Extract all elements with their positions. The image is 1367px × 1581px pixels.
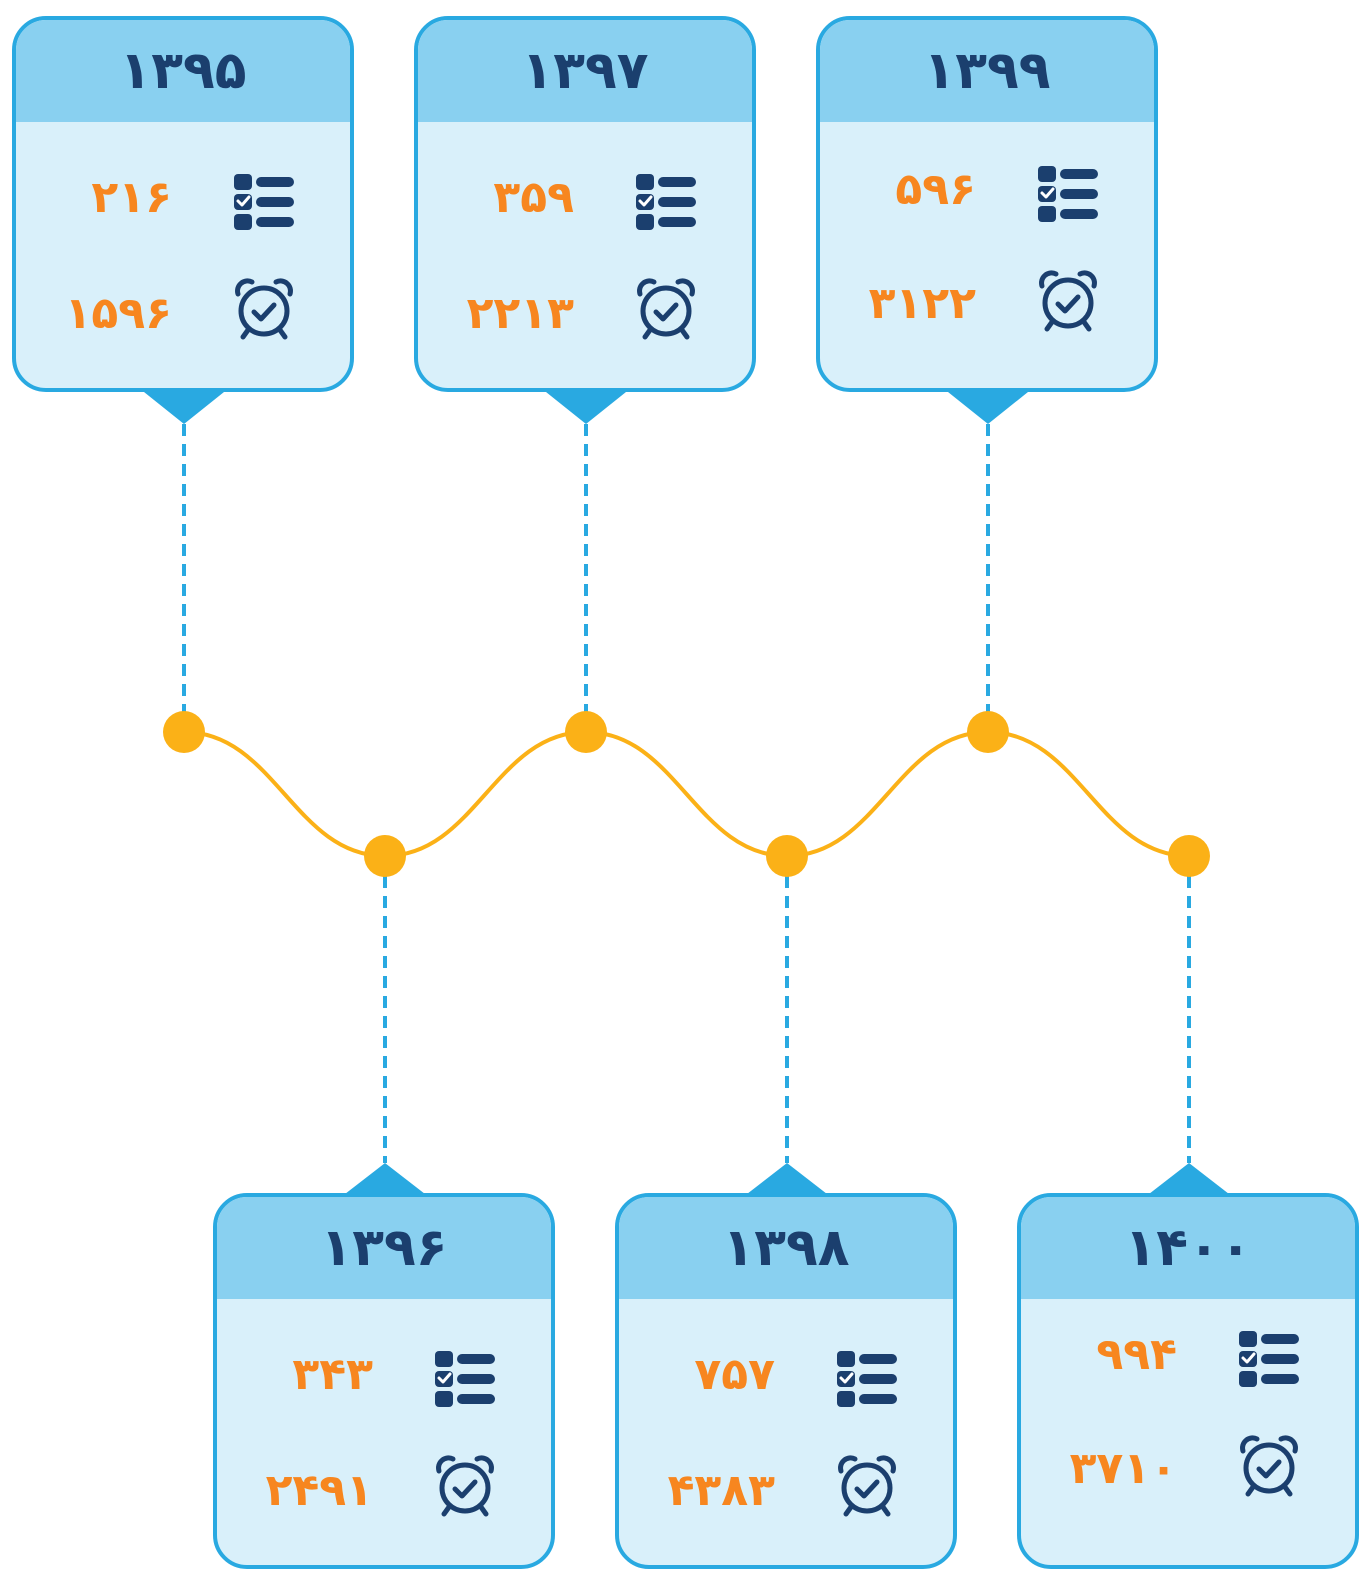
year-label: ۱۳۹۹ — [923, 41, 1051, 101]
card-pointer — [546, 392, 626, 424]
card-pointer — [144, 392, 224, 424]
year-card: ۱۳۹۸ ۷۵۷ ۴۳۸۳ — [615, 1193, 957, 1569]
checklist-icon — [232, 170, 296, 234]
connector-group — [144, 392, 1229, 1194]
time-count: ۱۵۹۶ — [64, 288, 172, 339]
time-count: ۲۲۱۳ — [466, 288, 574, 339]
checklist-icon — [1237, 1327, 1301, 1391]
year-card: ۱۴۰۰ ۹۹۴ ۳۷۱۰ — [1017, 1193, 1359, 1569]
timeline-dot — [766, 835, 808, 877]
alarm-clock-icon — [433, 1453, 497, 1517]
year-card: ۱۳۹۶ ۳۴۳ ۲۴۹۱ — [213, 1193, 555, 1569]
checklist-icon — [835, 1347, 899, 1411]
checklist-icon — [433, 1347, 497, 1411]
year-card: ۱۳۹۷ ۳۵۹ ۲۲۱۳ — [414, 16, 756, 392]
checklist-icon — [1036, 162, 1100, 226]
timeline-wave — [183, 729, 1190, 859]
timeline-dots — [163, 711, 1210, 877]
tasks-count: ۹۹۴ — [1096, 1329, 1177, 1380]
year-label: ۱۳۹۷ — [521, 41, 649, 101]
card-header — [217, 1197, 551, 1299]
alarm-clock-icon — [232, 276, 296, 340]
checklist-icon — [634, 170, 698, 234]
card-pointer — [345, 1163, 425, 1194]
time-count: ۳۱۲۲ — [868, 278, 976, 329]
timeline-dot — [1168, 835, 1210, 877]
year-card: ۱۳۹۹ ۵۹۶ ۳۱۲۲ — [816, 16, 1158, 392]
year-card: ۱۳۹۵ ۲۱۶ ۱۵۹۶ — [12, 16, 354, 392]
time-count: ۳۷۱۰ — [1069, 1443, 1177, 1494]
tasks-count: ۳۴۳ — [292, 1349, 373, 1400]
timeline-dot — [967, 711, 1009, 753]
card-header — [16, 20, 350, 122]
alarm-clock-icon — [634, 276, 698, 340]
time-count: ۲۴۹۱ — [265, 1465, 373, 1516]
time-count: ۴۳۸۳ — [667, 1465, 775, 1516]
card-pointer — [747, 1163, 827, 1194]
tasks-count: ۳۵۹ — [493, 172, 574, 223]
card-header — [1021, 1197, 1355, 1299]
tasks-count: ۵۹۶ — [895, 164, 976, 215]
tasks-count: ۲۱۶ — [91, 172, 172, 223]
year-label: ۱۳۹۵ — [119, 41, 247, 101]
timeline-dot — [163, 711, 205, 753]
year-label: ۱۳۹۸ — [722, 1218, 850, 1278]
timeline-dot — [565, 711, 607, 753]
year-label: ۱۴۰۰ — [1124, 1218, 1252, 1278]
year-label: ۱۳۹۶ — [320, 1218, 448, 1278]
card-header — [619, 1197, 953, 1299]
alarm-clock-icon — [1036, 268, 1100, 332]
tasks-count: ۷۵۷ — [694, 1349, 775, 1400]
card-header — [820, 20, 1154, 122]
card-pointer — [948, 392, 1028, 424]
card-pointer — [1149, 1163, 1229, 1194]
alarm-clock-icon — [835, 1453, 899, 1517]
alarm-clock-icon — [1237, 1433, 1301, 1497]
card-header — [418, 20, 752, 122]
timeline-dot — [364, 835, 406, 877]
